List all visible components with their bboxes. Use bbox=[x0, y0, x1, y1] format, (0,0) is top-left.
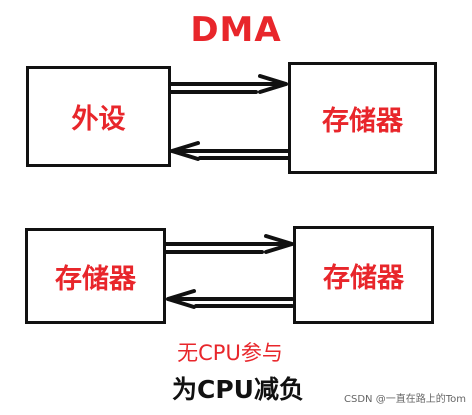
top-left-box-label: 外设 bbox=[71, 104, 126, 135]
cpu-free-note: 无CPU参与 bbox=[177, 341, 283, 365]
watermark: CSDN @一直在路上的Tom bbox=[344, 394, 466, 405]
cpu-relief-footer: 为CPU减负 bbox=[172, 375, 304, 404]
diagram-title: DMA bbox=[190, 10, 282, 50]
bottom-right-arrow bbox=[164, 234, 294, 254]
top-left-box: 外设 bbox=[26, 66, 171, 167]
bottom-left-arrow bbox=[166, 289, 294, 309]
top-right-box-label: 存储器 bbox=[322, 105, 403, 137]
bottom-left-box: 存储器 bbox=[25, 228, 166, 324]
top-left-arrow bbox=[170, 141, 290, 161]
bottom-left-box-label: 存储器 bbox=[55, 263, 136, 295]
bottom-right-box: 存储器 bbox=[293, 226, 434, 324]
bottom-right-box-label: 存储器 bbox=[323, 262, 404, 294]
top-right-arrow bbox=[168, 74, 288, 94]
top-right-box: 存储器 bbox=[288, 62, 437, 174]
